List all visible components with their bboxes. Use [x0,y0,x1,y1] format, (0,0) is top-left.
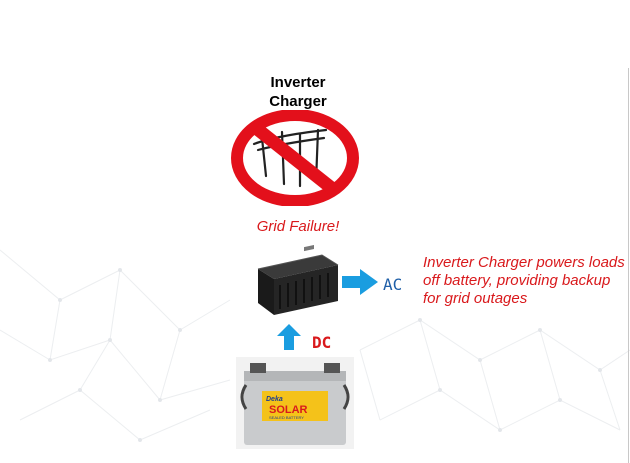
grid-failure-text: Grid Failure! [238,218,358,235]
svg-text:SEALED BATTERY: SEALED BATTERY [269,415,304,420]
no-grid-icon [230,110,360,206]
ac-output-arrow [340,268,380,296]
diagram-title: Inverter Charger [238,73,358,111]
dc-input-arrow [276,323,302,351]
ac-label: AC [383,275,402,294]
inverter-charger-image [248,245,342,317]
title-line-1: Inverter [238,73,358,92]
dc-label: DC [312,333,331,352]
description-text: Inverter Charger powers loads off batter… [423,254,628,308]
solar-battery-image: Deka SOLAR SEALED BATTERY [236,357,354,449]
slide-edge-divider [628,68,629,463]
title-line-2: Charger [238,92,358,111]
svg-text:Deka: Deka [266,396,283,403]
